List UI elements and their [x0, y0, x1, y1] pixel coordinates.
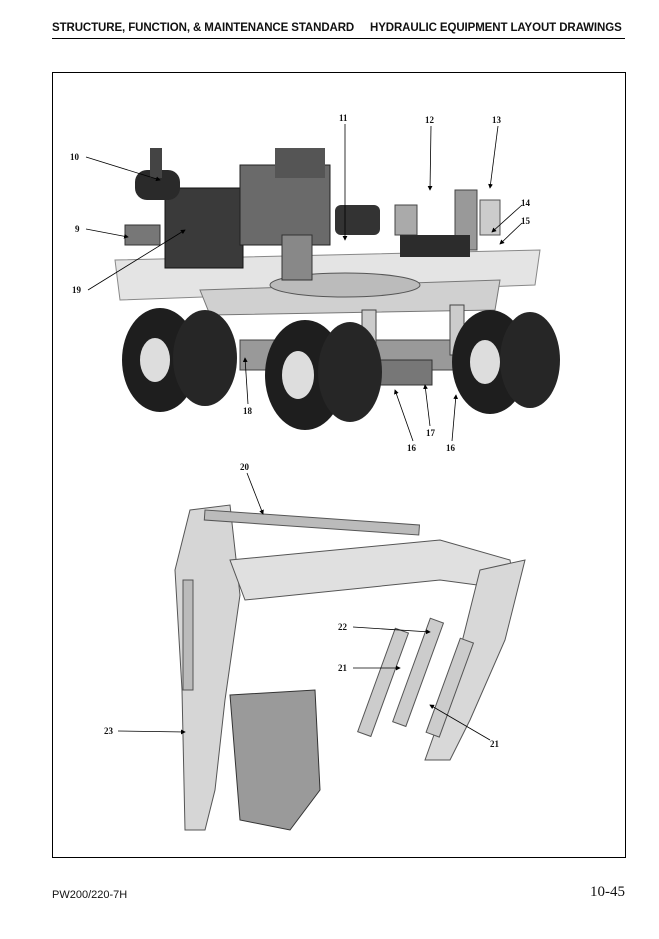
page-number: 10-45 — [590, 884, 625, 900]
model-number: PW200/220-7H — [52, 889, 128, 901]
callout-13: 13 — [492, 115, 502, 125]
callout-21b: 21 — [490, 739, 500, 749]
wheels — [122, 308, 560, 430]
callout-12: 12 — [425, 115, 435, 125]
work-equipment-drawing — [174, 504, 526, 831]
callout-10: 10 — [70, 152, 80, 162]
section-title: STRUCTURE, FUNCTION, & MAINTENANCE STAND… — [52, 22, 355, 34]
callout-21a: 21 — [338, 663, 348, 673]
callout-14: 14 — [521, 198, 531, 208]
figure-frame — [52, 72, 626, 858]
chassis-drawing — [114, 148, 541, 386]
callout-15: 15 — [521, 216, 531, 226]
callout-22: 22 — [338, 622, 348, 632]
callout-18: 18 — [243, 406, 253, 416]
callout-20: 20 — [240, 462, 250, 472]
callout-11: 11 — [339, 113, 348, 123]
callout-9: 9 — [75, 224, 80, 234]
callout-16b: 16 — [446, 443, 456, 453]
callout-23: 23 — [104, 726, 114, 736]
callout-19: 19 — [72, 285, 82, 295]
callout-17: 17 — [426, 428, 436, 438]
callout-labels: 10 9 19 11 12 13 14 15 18 16 17 16 20 22… — [70, 113, 531, 749]
leader-lines — [85, 124, 523, 741]
header-rule — [52, 38, 625, 39]
callout-16a: 16 — [407, 443, 417, 453]
page-title: HYDRAULIC EQUIPMENT LAYOUT DRAWINGS — [370, 22, 622, 34]
